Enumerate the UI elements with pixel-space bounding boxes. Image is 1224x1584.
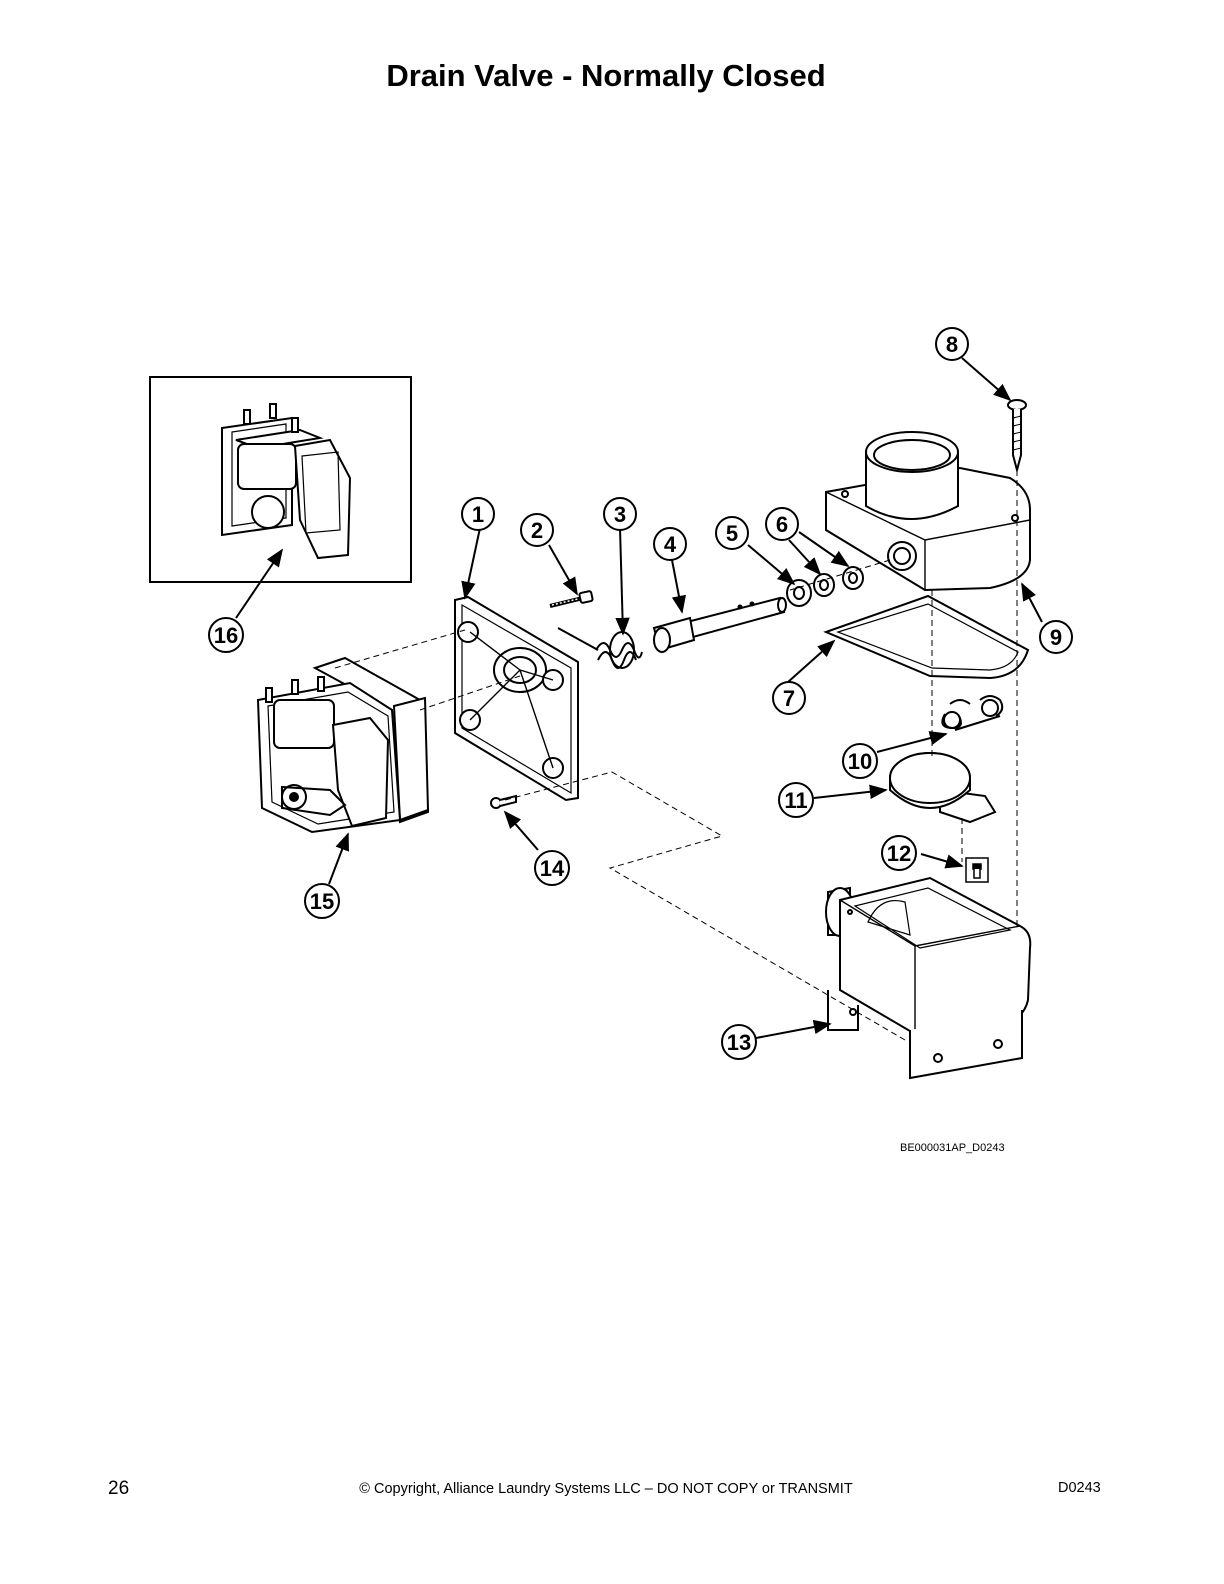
- callout-label: 10: [848, 749, 872, 774]
- callout-9: 9: [1039, 620, 1073, 654]
- callout-10: 10: [842, 743, 878, 779]
- callout-11: 11: [778, 782, 814, 818]
- part-11-flapper: [889, 752, 997, 824]
- callout-label: 9: [1050, 625, 1062, 650]
- callout-label: 6: [776, 512, 788, 537]
- part-6-washers: [813, 566, 864, 597]
- callout-label: 16: [214, 623, 238, 648]
- leader-lines: [235, 357, 1043, 1039]
- callout-label: 3: [614, 502, 626, 527]
- callout-label: 8: [946, 332, 958, 357]
- callout-5: 5: [715, 516, 749, 550]
- callout-label: 4: [664, 532, 677, 557]
- callout-label: 2: [531, 518, 543, 543]
- part-2-screw: [549, 590, 594, 608]
- page-title: Drain Valve - Normally Closed: [386, 58, 826, 93]
- callout-1: 1: [461, 497, 495, 531]
- callout-16: 16: [208, 617, 244, 653]
- part-10-clip: [941, 695, 1004, 731]
- callout-14: 14: [534, 850, 570, 886]
- callout-8: 8: [935, 327, 969, 361]
- copyright-notice: © Copyright, Alliance Laundry Systems LL…: [359, 1481, 853, 1497]
- callout-3: 3: [603, 497, 637, 531]
- part-9-valve-housing: [825, 431, 1031, 592]
- drawing-reference-code: BE000031AP_D0243: [900, 1142, 1005, 1154]
- callout-label: 15: [310, 889, 334, 914]
- callout-13: 13: [721, 1024, 757, 1060]
- callout-label: 11: [784, 788, 807, 813]
- part-15-solenoid-assembly: [256, 656, 430, 834]
- callout-label: 12: [887, 841, 911, 866]
- part-14-screw: [490, 794, 517, 809]
- callout-label: 13: [727, 1030, 751, 1055]
- callout-15: 15: [304, 883, 340, 919]
- part-12-small-screw: [965, 857, 989, 883]
- document-id: D0243: [1058, 1480, 1101, 1496]
- part-16-solenoid-inset: [221, 403, 352, 560]
- callout-label: 1: [472, 502, 484, 527]
- callout-label: 5: [726, 521, 738, 546]
- part-8-screw: [1007, 399, 1027, 474]
- callout-12: 12: [881, 835, 917, 871]
- callout-2: 2: [520, 513, 554, 547]
- page-number: 26: [108, 1478, 130, 1499]
- callout-6: 6: [765, 507, 799, 541]
- part-4-shaft: [652, 596, 787, 653]
- part-13-valve-body: [825, 876, 1032, 1080]
- part-1-mounting-plate: [454, 595, 579, 802]
- callout-4: 4: [653, 527, 687, 561]
- part-5-washer: [786, 579, 812, 607]
- callout-label: 7: [783, 686, 795, 711]
- callout-7: 7: [772, 681, 806, 715]
- part-7-gasket: [823, 594, 1030, 680]
- callout-label: 14: [540, 856, 565, 881]
- inset-box: [149, 376, 412, 583]
